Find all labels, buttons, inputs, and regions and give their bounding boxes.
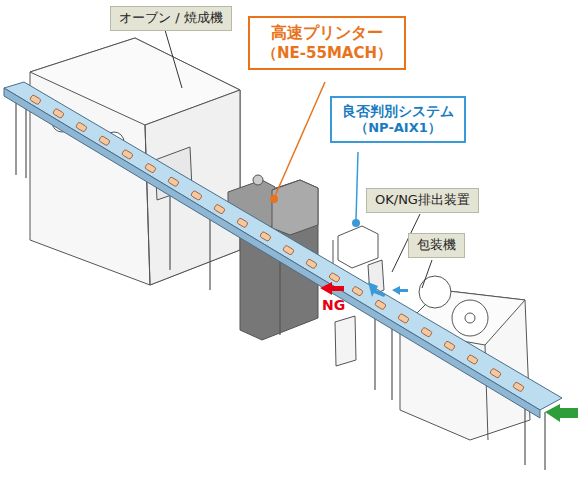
product xyxy=(283,245,295,255)
callout-text: 高速プリンター xyxy=(262,23,392,44)
product xyxy=(30,95,42,105)
callout-text: 良否判別システム xyxy=(342,102,454,120)
product xyxy=(513,382,525,392)
product xyxy=(145,163,157,173)
product xyxy=(421,327,433,337)
product xyxy=(122,149,134,159)
ejector-label: OK/NG排出装置 xyxy=(366,188,479,213)
callout-text: OK/NG排出装置 xyxy=(375,192,470,209)
packer-label: 包装機 xyxy=(408,233,465,258)
product xyxy=(306,259,318,269)
product xyxy=(53,108,65,118)
product xyxy=(444,341,456,351)
product xyxy=(490,368,502,378)
callout-text: （NE-55MACH） xyxy=(262,44,392,64)
product xyxy=(260,231,272,241)
product xyxy=(237,218,249,228)
callout-text: （NP-AIX1） xyxy=(342,120,454,137)
sort-arrows xyxy=(320,282,408,297)
reject-label: NG xyxy=(322,297,345,313)
printer-callout: 高速プリンター（NE-55MACH） xyxy=(248,16,406,70)
product xyxy=(329,272,341,282)
products xyxy=(30,95,525,392)
conveyor-belt xyxy=(4,82,562,418)
product xyxy=(398,313,410,323)
product xyxy=(99,136,111,146)
callout-text: 包装機 xyxy=(417,237,456,254)
inspection-callout: 良否判別システム（NP-AIX1） xyxy=(330,96,466,143)
product xyxy=(214,204,226,214)
product xyxy=(467,354,479,364)
oven-label: オーブン / 焼成機 xyxy=(110,6,232,31)
product xyxy=(76,122,88,132)
output-arrow xyxy=(545,404,578,422)
product xyxy=(352,286,364,296)
product xyxy=(375,300,387,310)
callout-text: オーブン / 焼成機 xyxy=(119,10,223,27)
product xyxy=(168,177,180,187)
product xyxy=(191,190,203,200)
